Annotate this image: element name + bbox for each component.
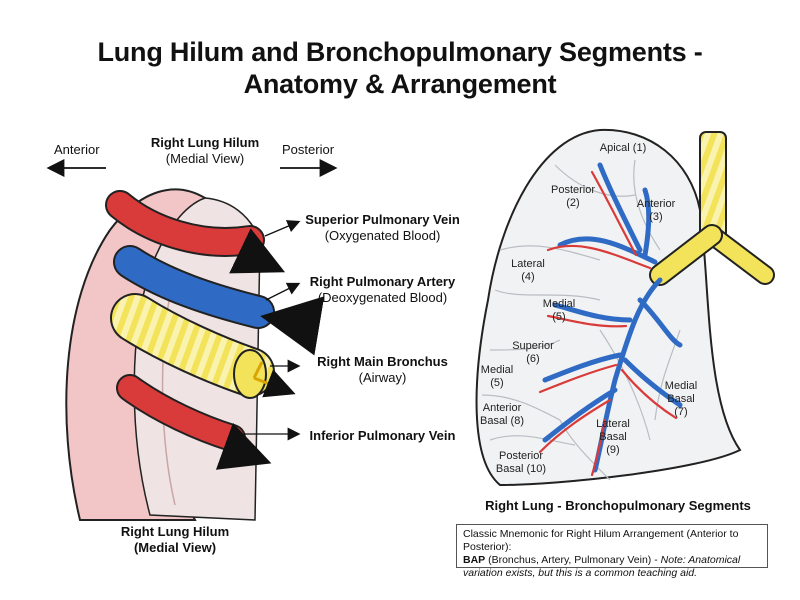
inferior-vein-arrow <box>215 422 272 470</box>
segment-anterior: Anterior (3) <box>636 198 676 223</box>
mnemonic-heading: Classic Mnemonic for Right Hilum Arrange… <box>463 528 739 553</box>
hilum-bottom-title-block: Right Lung Hilum (Medial View) <box>90 524 260 556</box>
pulmonary-vessels <box>538 162 683 477</box>
segment-superior: Superior (6) <box>512 340 554 365</box>
anterior-label: Anterior <box>54 142 100 157</box>
segment-medial-middle: Medial (5) <box>542 298 576 323</box>
hilum-top-title-block: Right Lung Hilum (Medial View) <box>120 135 290 167</box>
bronchus-label: Right Main Bronchus (Airway) <box>317 354 448 385</box>
segment-lateral: Lateral (4) <box>511 258 545 283</box>
segment-anterior-basal: Anterior Basal (8) <box>479 402 525 427</box>
hilum-top-subtitle: (Medial View) <box>165 151 245 166</box>
mnemonic-acronym: BAP <box>463 554 486 566</box>
hilum-bottom-title: Right Lung Hilum <box>120 524 230 539</box>
airway-arrow <box>253 369 296 398</box>
segment-lateral-basal: Lateral Basal (9) <box>596 418 630 456</box>
title-line-2: Anatomy & Arrangement <box>243 69 557 99</box>
inferior-vein-label: Inferior Pulmonary Vein <box>309 428 456 443</box>
mnemonic-expansion: (Bronchus, Artery, Pulmonary Vein) - <box>485 554 661 566</box>
mnemonic-body: BAP (Bronchus, Artery, Pulmonary Vein) -… <box>463 554 761 580</box>
superior-vein-label: Superior Pulmonary Vein (Oxygenated Bloo… <box>305 212 460 243</box>
mnemonic-box: Classic Mnemonic for Right Hilum Arrange… <box>456 524 768 579</box>
segment-posterior-basal: Posterior Basal (10) <box>495 450 547 475</box>
segment-medial-basal: Medial Basal (7) <box>664 380 698 418</box>
segment-apical: Apical (1) <box>599 142 647 154</box>
artery-arrow <box>260 296 325 356</box>
hilum-bottom-subtitle: (Medial View) <box>133 540 217 555</box>
superior-vein-arrow <box>229 228 286 274</box>
hilum-illustration <box>46 159 338 521</box>
title-line-1: Lung Hilum and Bronchopulmonary Segments… <box>97 37 703 67</box>
mnemonic-note: Note: Anatomical variation exists, but t… <box>463 554 741 579</box>
bronchus-lumen <box>233 349 267 399</box>
lung-caption: Right Lung - Bronchopulmonary Segments <box>485 498 751 513</box>
page-title: Lung Hilum and Bronchopulmonary Segments… <box>0 36 800 100</box>
hilum-top-title: Right Lung Hilum <box>150 135 260 150</box>
segment-medial-lower: Medial (5) <box>480 364 514 389</box>
segment-posterior: Posterior (2) <box>550 184 596 209</box>
right-lung-diagram <box>475 128 775 487</box>
posterior-label: Posterior <box>282 142 335 157</box>
artery-label: Right Pulmonary Artery (Deoxygenated Blo… <box>309 274 456 305</box>
